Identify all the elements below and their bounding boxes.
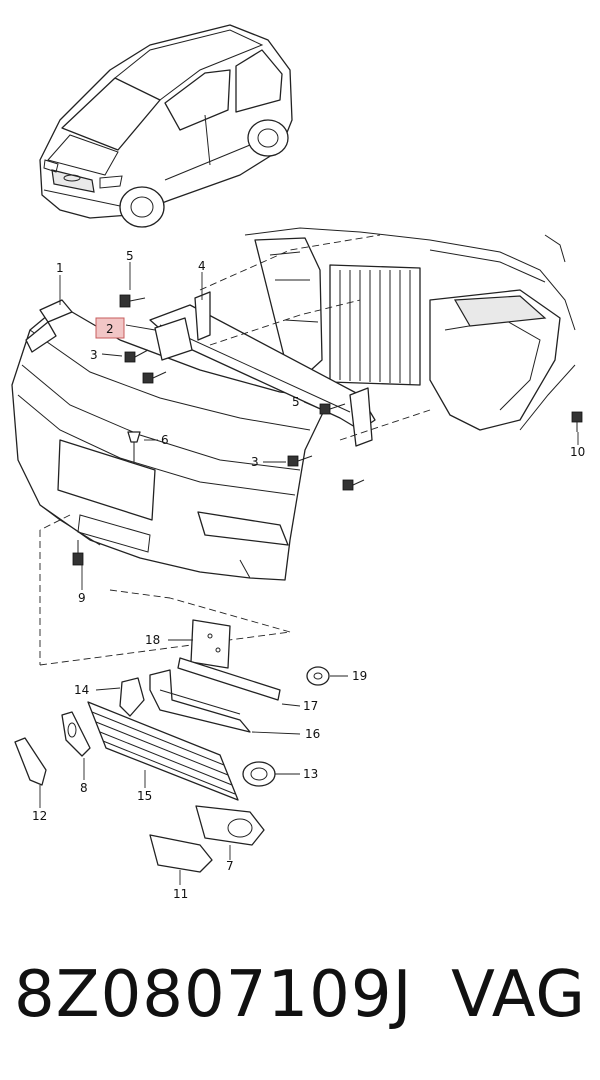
callout-2: 2 — [106, 322, 114, 336]
washer-ring — [306, 666, 330, 686]
callout-19: 19 — [352, 669, 367, 683]
lower-guide — [149, 669, 251, 733]
callout-17: 17 — [303, 699, 318, 713]
fog-lamp — [242, 761, 276, 787]
callout-12: 12 — [32, 809, 47, 823]
callout-1: 1 — [56, 261, 64, 275]
callout-3-lower: 3 — [251, 455, 259, 469]
callout-13: 13 — [303, 767, 318, 781]
callout-15: 15 — [137, 789, 152, 803]
callout-3-upper: 3 — [90, 348, 98, 362]
small-cover — [61, 711, 91, 757]
car-overview-icon — [39, 24, 293, 228]
highlight-box — [95, 317, 125, 339]
callout-11: 11 — [173, 887, 188, 901]
exploded-parts-diagram: 1 2 3 3 4 5 5 6 7 8 9 10 11 12 13 14 15 … — [11, 24, 585, 901]
callout-9: 9 — [78, 591, 86, 605]
leader-lines — [39, 262, 579, 885]
part-number: 8Z0807109J — [14, 958, 413, 1032]
callout-6: 6 — [161, 433, 169, 447]
caption-bar: 8Z0807109J VAG — [0, 958, 600, 1048]
bumper-side-trim — [25, 299, 73, 353]
brand-name: VAG — [451, 958, 586, 1032]
callout-8: 8 — [80, 781, 88, 795]
license-plate-holder — [190, 619, 231, 669]
bumper-reinforcement — [149, 234, 431, 447]
callout-7: 7 — [226, 859, 234, 873]
upper-grille-strip — [177, 657, 281, 701]
callout-labels: 1 2 3 3 4 5 5 6 7 8 9 10 11 12 13 14 15 … — [32, 249, 585, 901]
grille-bracket — [119, 677, 145, 717]
lower-grille — [87, 701, 239, 801]
fog-lamp-cover — [195, 805, 265, 846]
assembly-boundary — [39, 514, 291, 666]
callout-14: 14 — [74, 683, 89, 697]
callout-5-upper: 5 — [126, 249, 134, 263]
front-bumper-cover — [11, 304, 331, 581]
callout-16: 16 — [305, 727, 320, 741]
screw-set — [72, 294, 583, 566]
blank-cover — [149, 834, 213, 873]
front-body-structure — [244, 227, 576, 431]
left-corner-trim — [14, 737, 47, 786]
callout-4: 4 — [198, 259, 206, 273]
callout-10: 10 — [570, 445, 585, 459]
callout-18: 18 — [145, 633, 160, 647]
callout-5-lower: 5 — [292, 395, 300, 409]
